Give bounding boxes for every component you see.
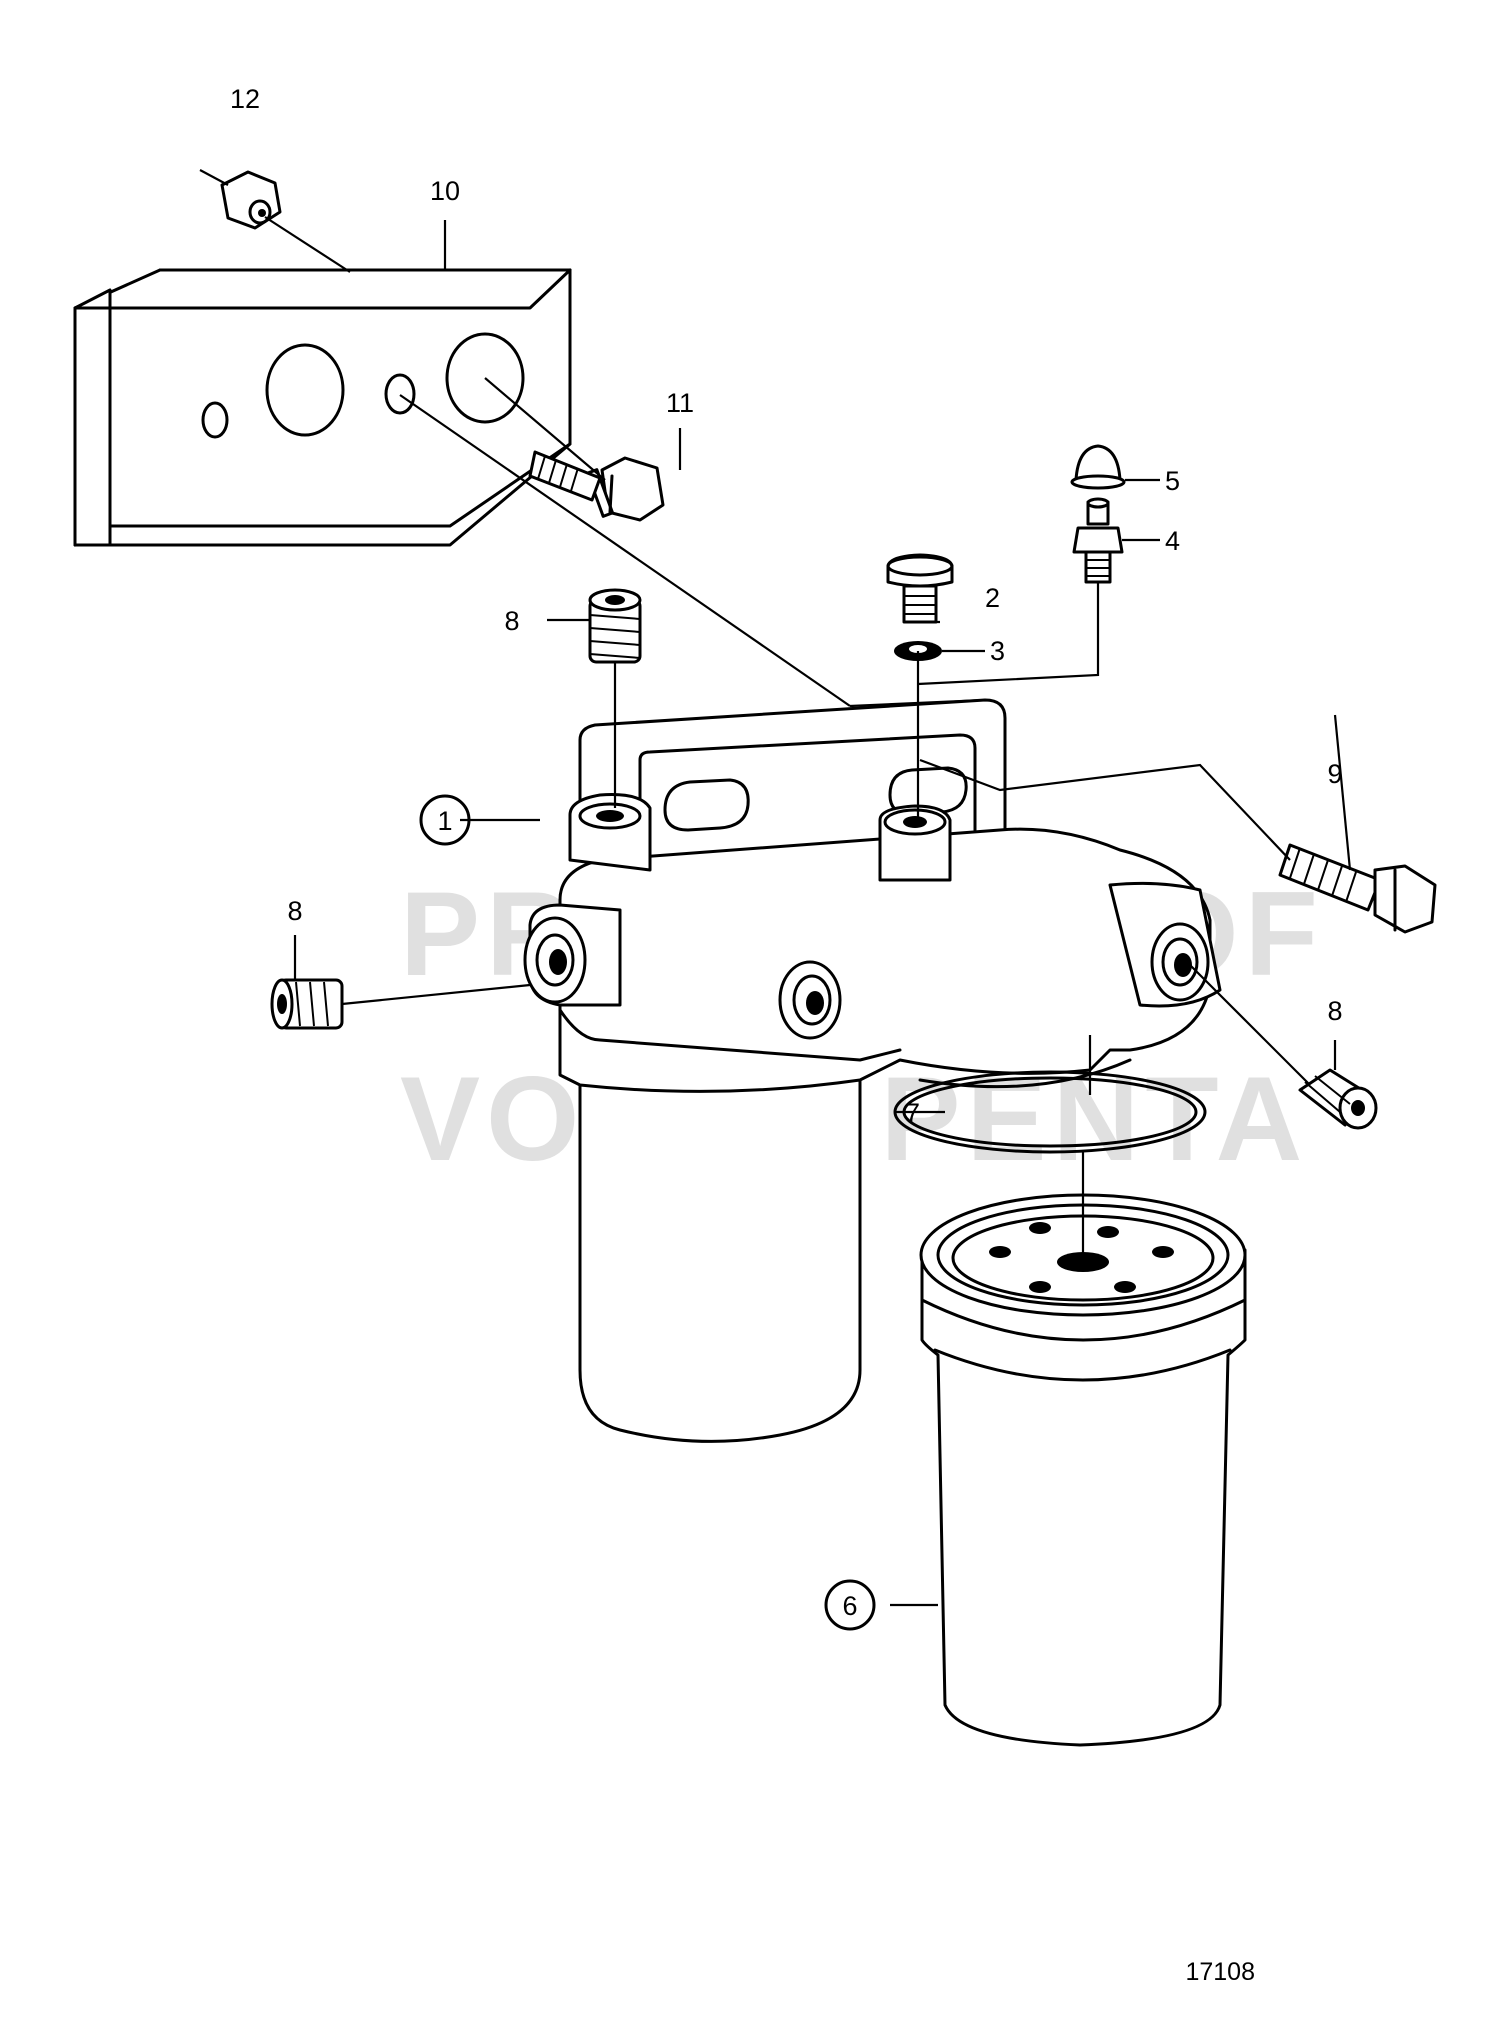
callout-2: 2 <box>985 583 1000 613</box>
callout-7: 7 <box>905 1098 920 1128</box>
callout-8-top: 8 <box>504 606 519 636</box>
leader-lines <box>199 169 1352 1607</box>
callout-6: 6 <box>842 1591 857 1621</box>
part-8-plug-top[interactable] <box>588 588 642 664</box>
callout-4: 4 <box>1165 526 1180 556</box>
callouts: 12 10 11 5 4 2 3 8 9 8 8 7 1 6 <box>230 84 1343 1631</box>
callout-5: 5 <box>1165 466 1180 496</box>
callout-11: 11 <box>666 388 694 418</box>
drawing-number: 17108 <box>1185 1958 1255 1986</box>
callout-9: 9 <box>1327 759 1342 789</box>
part-11-bolt[interactable] <box>528 450 665 522</box>
callout-12: 12 <box>230 84 260 114</box>
callout-10: 10 <box>430 176 460 206</box>
part-9-bolt[interactable] <box>1278 843 1437 934</box>
part-10-bracket-plate[interactable] <box>73 268 572 547</box>
part-8-plug-right[interactable] <box>1298 1068 1378 1130</box>
callout-6-circle: 6 <box>824 1579 876 1631</box>
part-8-plug-left[interactable] <box>270 978 344 1030</box>
callout-1-circle: 1 <box>419 794 471 846</box>
callout-3: 3 <box>990 636 1005 666</box>
callout-8-left: 8 <box>287 896 302 926</box>
callout-1: 1 <box>437 806 452 836</box>
part-6-filter-cartridge[interactable] <box>919 1193 1247 1747</box>
part-4-bleed-nipple[interactable] <box>1072 497 1124 584</box>
part-12-nut[interactable] <box>220 170 282 230</box>
callout-8-right: 8 <box>1327 996 1342 1026</box>
part-2-plug-screw[interactable] <box>886 553 954 624</box>
part-5-cap[interactable] <box>1070 444 1126 490</box>
part-1-filter-housing[interactable] <box>523 698 1222 1443</box>
